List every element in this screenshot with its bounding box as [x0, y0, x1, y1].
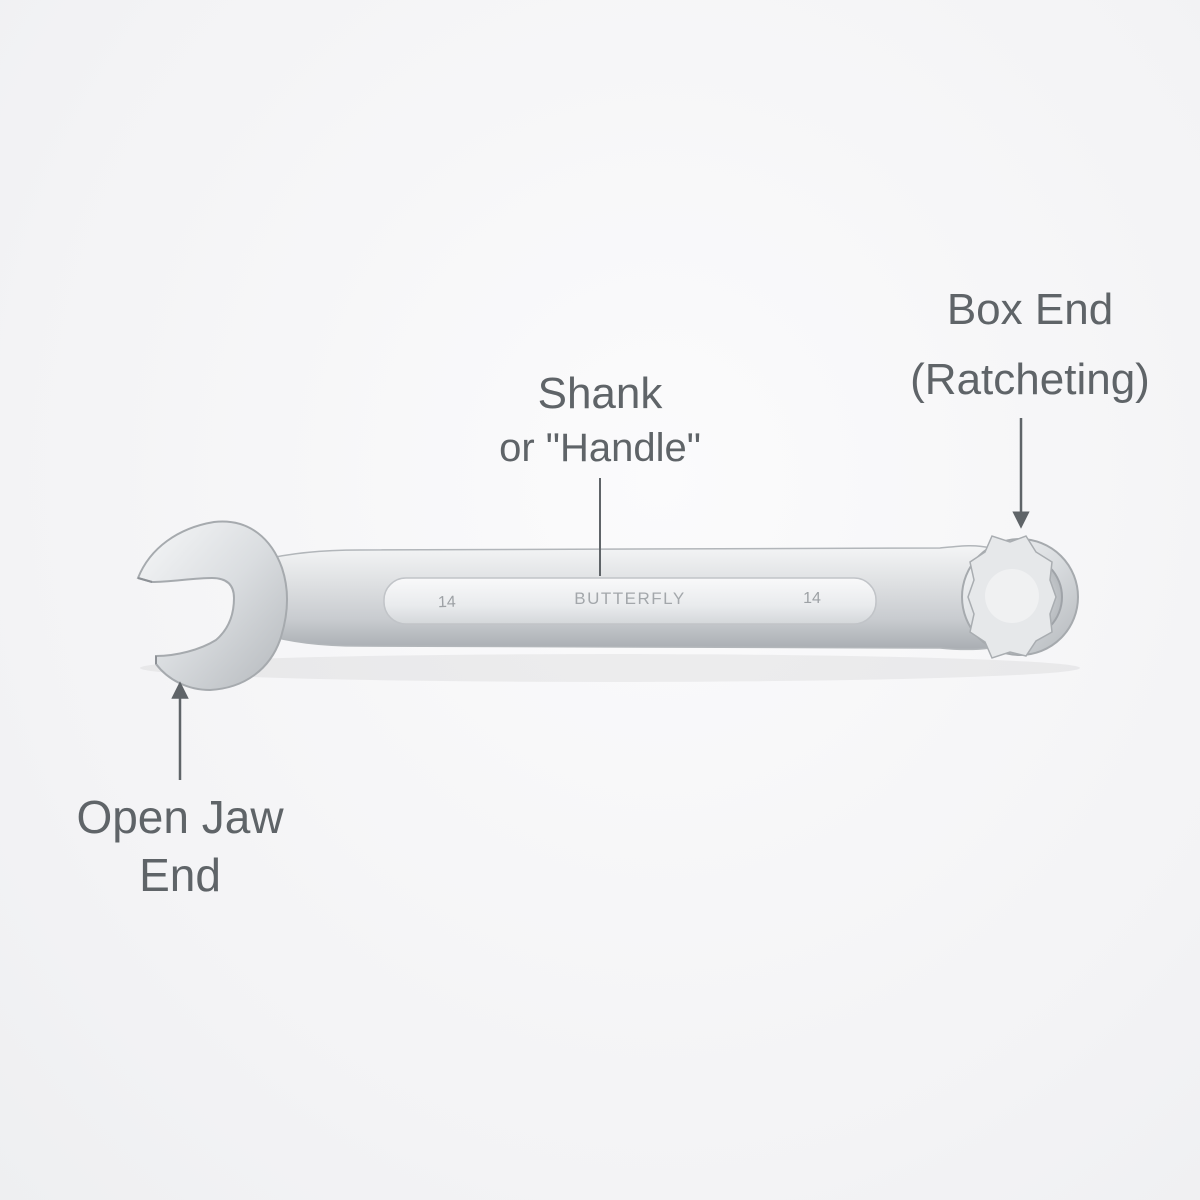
- shank-subtitle: or "Handle": [499, 426, 701, 470]
- open-jaw-title-line2: End: [139, 849, 221, 901]
- wrench-shadow: [140, 654, 1080, 682]
- box-end-core: [985, 569, 1039, 623]
- box-end-title: Box End: [946, 285, 1114, 334]
- box-end-subtitle: (Ratcheting): [910, 355, 1150, 404]
- open-jaw-head: [136, 520, 289, 692]
- open-jaw-title: Open Jaw: [76, 791, 284, 843]
- shank-title: Shank: [537, 369, 663, 418]
- size-mark-right: 14: [803, 590, 821, 607]
- brand-mark: BUTTERFLY: [574, 589, 685, 608]
- open-jaw-edge: [137, 577, 157, 664]
- size-mark-left: 14: [438, 594, 456, 612]
- wrench-panel: [383, 577, 877, 625]
